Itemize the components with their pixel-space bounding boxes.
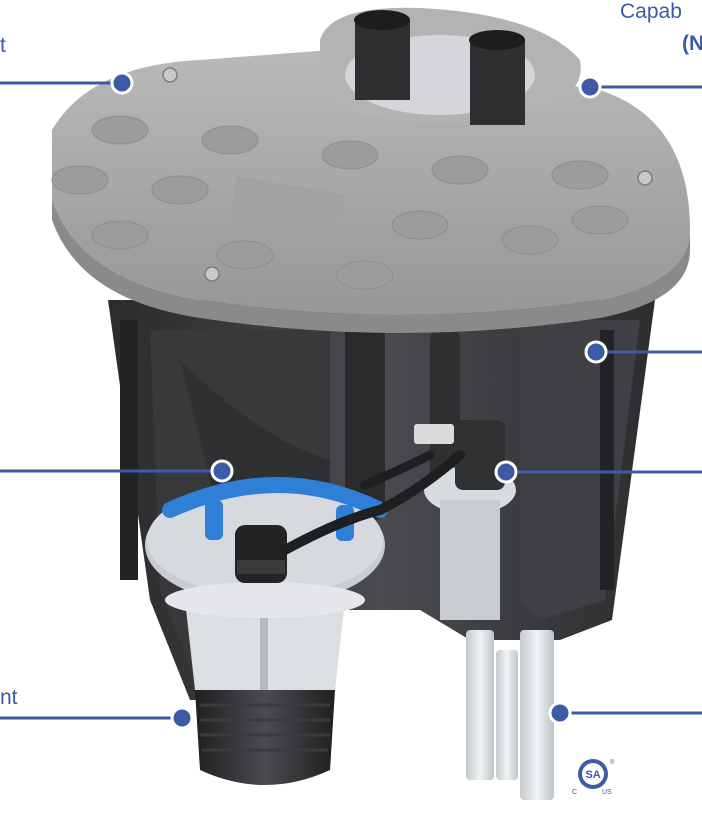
blue-hose — [162, 477, 388, 518]
callout-lines — [0, 81, 702, 720]
callout-dot-icon — [548, 701, 572, 725]
callout-bottom-left-text: nt — [0, 686, 18, 709]
float-switch — [414, 420, 516, 620]
vent-pipes — [466, 630, 554, 800]
discharge-pipe — [345, 320, 460, 520]
pump-motor — [185, 600, 345, 785]
cert-registered-mark: ® — [610, 759, 615, 766]
callout-top-right-line1: Capab — [620, 0, 682, 23]
csa-certification-icon: SA C US ® — [566, 756, 620, 796]
hose-fitting-left — [205, 500, 223, 540]
callout-dot-icon — [110, 71, 134, 95]
callout-dot-icon — [584, 340, 608, 364]
callout-top-right-line2: (N — [682, 32, 702, 55]
cable-connector — [235, 450, 465, 583]
callout-dot-icon — [494, 460, 518, 484]
lid-bolts — [162, 67, 653, 282]
cert-left-letter: C — [572, 789, 577, 796]
callout-dots — [110, 71, 608, 730]
cert-right-letters: US — [602, 789, 612, 796]
callout-top-left-text: t — [0, 34, 6, 57]
top-pipes — [354, 10, 525, 125]
lid-label-plate — [228, 176, 346, 244]
callout-dot-icon — [170, 706, 194, 730]
cert-mark-text: SA — [585, 769, 600, 781]
callout-dot-icon — [578, 75, 602, 99]
callout-dot-icon — [210, 459, 234, 483]
